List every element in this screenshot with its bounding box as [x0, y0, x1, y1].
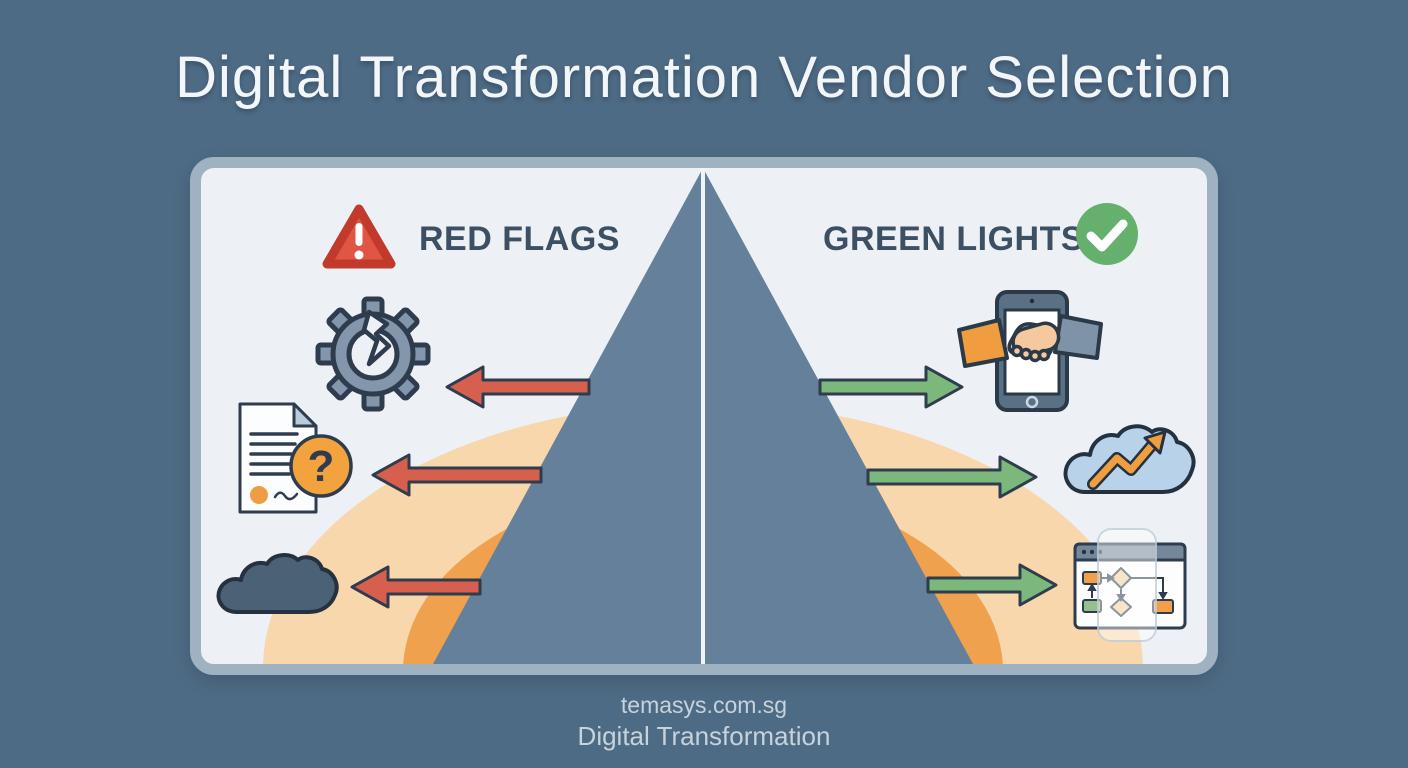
- page-title: Digital Transformation Vendor Selection: [175, 45, 1233, 110]
- green-arrow-3: [926, 563, 1058, 607]
- dark-cloud-icon: [216, 553, 339, 614]
- broken-gear-icon: [315, 296, 431, 412]
- center-divider-line: [701, 168, 705, 664]
- red-arrow-1: [445, 365, 591, 409]
- comparison-panel: RED FLAGS GREEN LIGHTS: [190, 157, 1218, 675]
- red-flags-header: RED FLAGS: [419, 220, 620, 258]
- green-arrow-1: [818, 365, 964, 409]
- glass-overlay: [1097, 528, 1157, 642]
- green-lights-header: GREEN LIGHTS: [823, 220, 1085, 258]
- contract-question-icon: ?: [238, 402, 353, 514]
- process-flowchart-icon: [1073, 542, 1187, 630]
- red-arrow-3: [350, 565, 482, 609]
- cloud-growth-icon: [1063, 424, 1196, 494]
- footer-website: temasys.com.sg: [620, 692, 788, 718]
- red-arrow-2: [371, 453, 543, 497]
- green-arrow-2: [866, 455, 1038, 499]
- footer-tagline: Digital Transformation: [577, 721, 831, 751]
- tablet-handshake-icon: [957, 290, 1103, 412]
- question-mark-glyph: ?: [308, 442, 335, 491]
- check-circle-icon: [1076, 203, 1138, 265]
- warning-triangle-icon: [322, 204, 396, 269]
- panel-content: RED FLAGS GREEN LIGHTS: [201, 168, 1207, 664]
